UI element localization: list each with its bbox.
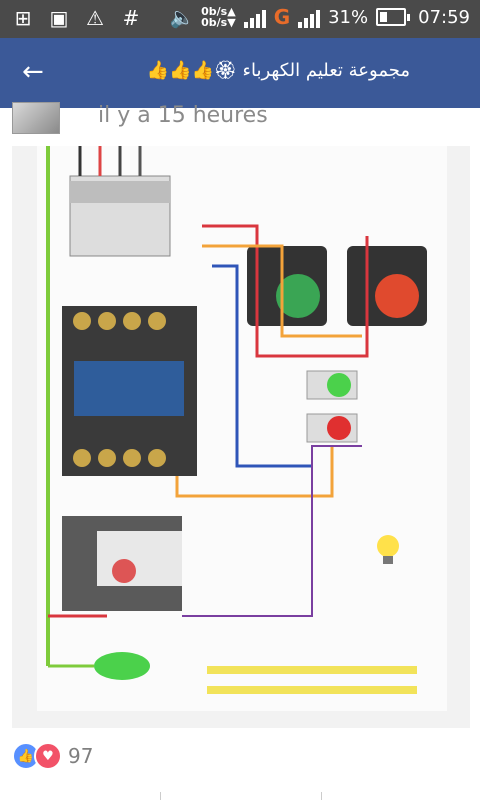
net-up: 0b/s▲ (201, 5, 236, 18)
post-time: il y a 15 heures (98, 103, 268, 128)
reactions-bar[interactable]: 👍 ♥ 97 (12, 742, 93, 770)
signal-icon-2 (298, 6, 321, 28)
network-speed: 0b/s▲ 0b/s▼ (201, 6, 236, 28)
love-icon: ♥ (34, 742, 62, 770)
battery-icon (376, 8, 407, 26)
add-icon: ⊞ (14, 6, 32, 30)
reaction-count: 97 (68, 744, 94, 768)
hash-icon: # (122, 6, 140, 30)
clock: 07:59 (418, 6, 470, 28)
signal-icon (243, 6, 266, 28)
battery-percent: 31% (328, 6, 369, 28)
net-down: 0b/s▼ (201, 16, 236, 29)
post-header: il y a 15 heures (0, 102, 480, 138)
group-title: مجموعة تعليم الكهرباء 🏵👍👍👍 (146, 60, 410, 81)
battery-tip (407, 13, 411, 21)
bottom-divider (160, 792, 322, 800)
status-left-icons: ⊞ ▣ ⚠ # (12, 6, 142, 30)
gallery-icon: ▣ (49, 6, 69, 30)
warning-icon: ⚠ (86, 6, 104, 30)
volume-icon: 🔈 (169, 5, 195, 29)
like-icon: 👍 (12, 742, 40, 770)
back-arrow-icon[interactable]: ← (22, 57, 44, 87)
wiring-diagram-image (37, 146, 447, 711)
network-type: G (273, 5, 291, 29)
avatar[interactable] (12, 102, 60, 134)
app-bar: ← مجموعة تعليم الكهرباء 🏵👍👍👍 (0, 38, 480, 108)
status-right: 🔈 0b/s▲ 0b/s▼ G 31% 07:59 (169, 5, 470, 29)
post-image[interactable] (12, 146, 470, 728)
status-bar: ⊞ ▣ ⚠ # 🔈 0b/s▲ 0b/s▼ G 31% 07:59 (0, 0, 480, 38)
